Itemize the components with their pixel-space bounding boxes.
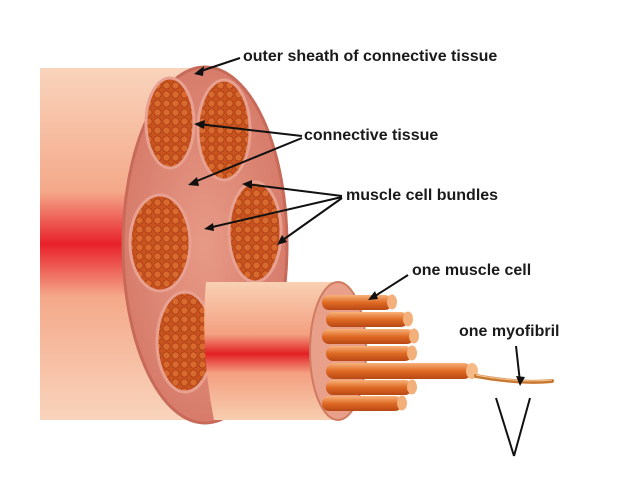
pointer-bundles-b [207, 196, 343, 229]
myofibril-thread [474, 374, 554, 384]
label-outer-sheath: outer sheath of connective tissue [243, 48, 498, 65]
pointer-fibril-b [513, 397, 531, 457]
pointer-bundles-a [245, 183, 343, 197]
label-one-myofibril: one myofibril [459, 323, 560, 340]
pointer-lines [191, 57, 531, 457]
pointer-muscle-cell [371, 274, 409, 299]
pointer-connective-b [191, 137, 303, 184]
label-one-muscle-cell: one muscle cell [412, 262, 532, 279]
myofibril-bundle [322, 294, 478, 411]
bundle [128, 193, 192, 293]
bundle [227, 180, 283, 284]
label-connective-tissue: connective tissue [304, 127, 439, 144]
label-muscle-cell-bundles: muscle cell bundles [346, 187, 499, 204]
muscle-bundles [128, 76, 283, 394]
pointer-fibril-a [495, 397, 515, 457]
bundle [144, 76, 196, 170]
pointer-outer-sheath [197, 57, 241, 73]
pointer-myofibril [515, 345, 521, 383]
muscle-cell-body [204, 282, 338, 420]
pointer-connective-a [197, 123, 303, 137]
pointer-arrowheads [188, 66, 525, 386]
pointer-bundles-c [279, 197, 343, 243]
